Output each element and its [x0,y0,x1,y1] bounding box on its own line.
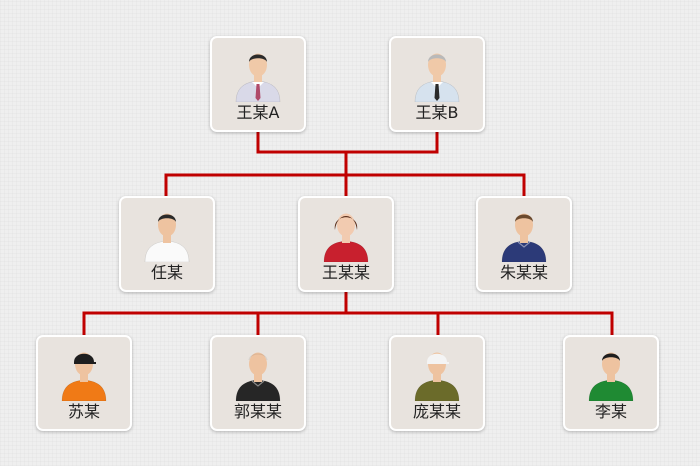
node-parent-b[interactable]: 王某B [389,36,485,132]
node-grandchild-3[interactable]: 庞某某 [389,335,485,431]
businessman-purple-tie-icon [235,53,281,102]
woman-red-top-icon [323,213,369,262]
node-child-3[interactable]: 朱某某 [476,196,572,292]
person-navy-sweater-icon [501,213,547,262]
node-grandchild-4[interactable]: 李某 [563,335,659,431]
node-label: 庞某某 [412,402,461,421]
node-label: 任某 [150,263,183,282]
person-olive-jacket-cap-icon [414,352,460,401]
node-label: 苏某 [67,402,100,421]
node-grandchild-1[interactable]: 苏某 [36,335,132,431]
node-label: 郭某某 [233,402,282,421]
node-label: 李某 [594,402,627,421]
node-grandchild-2[interactable]: 郭某某 [210,335,306,431]
grandchildren-bar [82,311,614,338]
node-label: 王某A [236,103,280,122]
person-green-shirt-icon [588,352,634,401]
node-label: 朱某某 [499,263,548,282]
parents-connector [256,128,439,154]
node-child-2[interactable]: 王某某 [298,196,394,292]
person-white-tshirt-icon [144,213,190,262]
node-child-1[interactable]: 任某 [119,196,215,292]
node-label: 王某B [415,103,459,122]
businessman-gray-hair-icon [414,53,460,102]
node-label: 王某某 [321,263,370,282]
person-orange-shirt-cap-icon [61,352,107,401]
bald-person-black-polo-icon [235,352,281,401]
node-parent-a[interactable]: 王某A [210,36,306,132]
